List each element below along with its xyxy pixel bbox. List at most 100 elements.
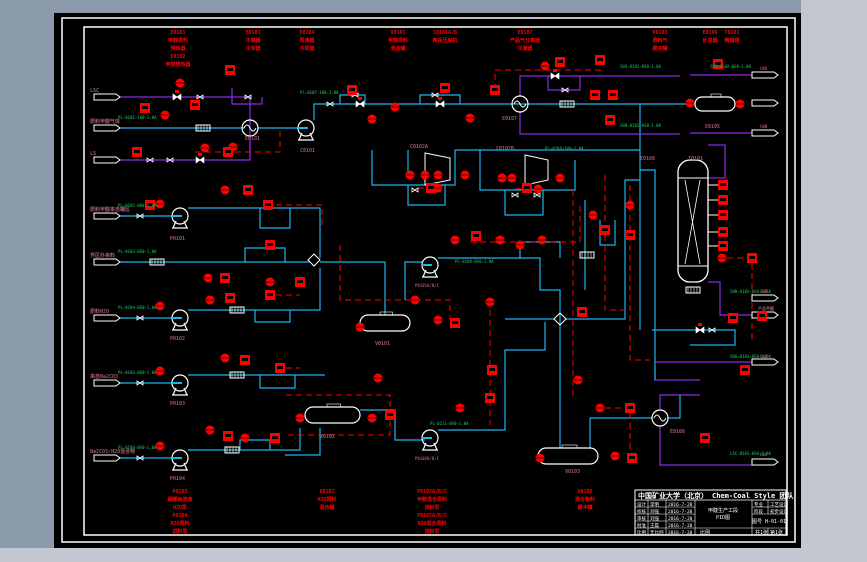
feed-stream-label: 原料甲醇气体: [90, 118, 121, 125]
title-block-cell: 校核: [637, 508, 646, 515]
controller-glyph: [602, 228, 608, 231]
process-pipe: [259, 208, 291, 229]
process-pipe: [188, 207, 321, 258]
controller-glyph: [192, 103, 198, 106]
exchanger-coil-icon: [243, 124, 257, 132]
condenser-E0107: [511, 95, 529, 113]
vessel-V0103: [537, 447, 599, 465]
exchanger-coil-icon: [653, 414, 667, 422]
feed-connector: [93, 156, 121, 164]
feed-connector: [93, 314, 121, 322]
valve-actuator-icon: [175, 90, 179, 93]
bottom-label-line: 进料泵: [172, 528, 188, 535]
drawing-title: 甲醛生产工段: [708, 507, 738, 514]
instrument-layer: [132, 55, 767, 463]
controller-glyph: [627, 406, 633, 409]
bottom-label-tag: V0102: [319, 489, 334, 495]
title-block: 中国矿业大学（北京） Chem-Coal Style 团队 甲醛生产工段 PID…: [634, 489, 794, 536]
process-pipe: [566, 179, 640, 320]
valve-icon: [166, 157, 174, 163]
text-layer: LSC原料甲醇气体PL-0101-100-1.0ALS原料甲醇来自罐区PL-01…: [89, 30, 774, 535]
product-line-number: LSC-0101-050-1.0A: [730, 451, 772, 456]
equipment-tag-E0108-bottom: E0108: [670, 429, 685, 435]
top-label-tag: E0102: [170, 54, 185, 60]
filter-icon: [229, 371, 245, 379]
bottom-label-tag: P0103: [172, 489, 187, 495]
equipment-tag-E0101: E0101: [245, 136, 260, 142]
product-line-number: CWR-0102-050-1.0A: [730, 289, 772, 294]
inner-border: [83, 26, 788, 536]
top-label-line: 甲醇原料: [168, 37, 188, 44]
top-label-tag: V0101: [390, 30, 405, 36]
utility-pipe: [519, 75, 680, 96]
process-pipe: [438, 257, 561, 318]
filter-mesh: [581, 252, 592, 258]
vessel-demister: [326, 403, 342, 408]
top-label-line: 精馏塔: [724, 37, 740, 44]
controller-glyph: [267, 293, 273, 296]
filter-mesh: [231, 372, 242, 378]
controller-glyph: [629, 456, 635, 459]
filter-mesh: [226, 447, 237, 453]
line-number: PL-0107-100-1.0A: [300, 90, 339, 95]
valve-icon: [146, 157, 154, 163]
top-label-tag: T0101: [724, 30, 739, 36]
signal-line: [629, 185, 650, 361]
valve-actuator-icon: [698, 323, 702, 326]
valve-icon: [511, 192, 519, 198]
top-label-tag: E0107: [517, 30, 532, 36]
utility-pipe: [519, 112, 680, 135]
controller-glyph: [749, 256, 755, 259]
valve-icon: [136, 380, 144, 386]
controller-glyph: [592, 93, 598, 96]
valve-icon: [561, 87, 569, 93]
preheater-E0101: [241, 119, 259, 137]
controller-glyph: [245, 188, 251, 191]
top-label-line: 冷凝器: [245, 37, 261, 44]
bottom-label-line: H2O混合原料: [417, 520, 446, 527]
product-stream-label: CWR: [760, 124, 768, 129]
viewport-top-margin: [0, 0, 867, 13]
title-block-cell: 阶段: [754, 508, 763, 515]
viewport-bottom-margin: [0, 548, 867, 562]
top-label-line: 预热器: [170, 45, 186, 52]
equipment-tag-E0107: E0107: [502, 116, 517, 122]
bottom-label-tag: V0105: [577, 489, 592, 495]
controller-glyph: [473, 234, 479, 237]
controller-glyph: [607, 118, 613, 121]
controller-glyph: [610, 93, 616, 96]
valve-icon: [326, 101, 334, 107]
filter-icon: [559, 100, 575, 108]
signal-line: [276, 204, 323, 225]
equipment-tag-T0101: T0101: [688, 156, 703, 162]
vessel-demister: [710, 93, 722, 98]
line-number: PL-0109-050-1.0A: [455, 259, 494, 264]
controller-glyph: [720, 244, 726, 247]
controller-glyph: [428, 186, 434, 189]
vessel-demister: [561, 444, 578, 449]
bottom-label-tag: P0104: [172, 513, 187, 519]
equipment-tag-C0101: C0101: [300, 148, 315, 154]
compressor-C0102B: [524, 154, 549, 186]
pump-base-icon: [422, 269, 438, 278]
vessel-V0101: [359, 314, 411, 332]
controller-glyph: [579, 310, 585, 313]
process-pipe: [244, 247, 286, 262]
filter-mesh: [231, 307, 242, 313]
equipment-tag-V0101: V0101: [375, 341, 390, 347]
controller-glyph: [349, 88, 355, 91]
top-label-line: 反应器: [702, 37, 718, 44]
process-pipe: [504, 190, 544, 216]
control-valve-icon: [435, 100, 445, 108]
utility-pipe: [708, 144, 726, 179]
utility-pipe: [659, 394, 700, 410]
process-pipe: [371, 149, 640, 186]
controller-glyph: [702, 436, 708, 439]
controller-glyph: [720, 213, 726, 216]
valve-icon: [136, 213, 144, 219]
top-label-line: 再沸器: [299, 37, 315, 44]
utility-pipe: [120, 96, 251, 152]
bottom-label-line: H2O原料: [170, 520, 189, 527]
process-pipe: [652, 329, 736, 346]
